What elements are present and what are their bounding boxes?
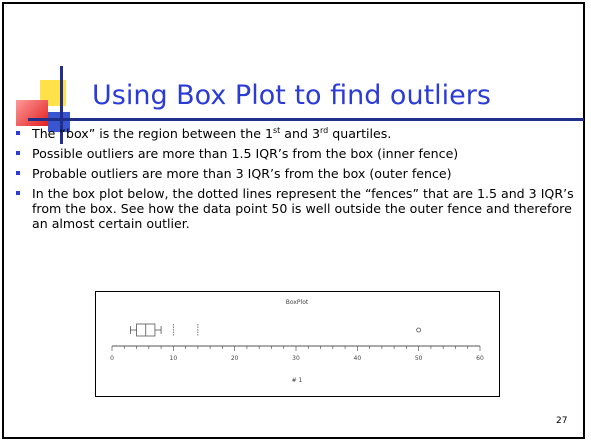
- bullet-item: Probable outliers are more than 3 IQR’s …: [14, 166, 580, 181]
- bullet-square-icon: [16, 191, 20, 195]
- bullet-text: In the box plot below, the dotted lines …: [32, 186, 574, 231]
- x-tick-label: 30: [292, 355, 300, 362]
- x-tick-label: 20: [231, 355, 239, 362]
- title-underline: [28, 118, 584, 121]
- bullet-item: In the box plot below, the dotted lines …: [14, 186, 580, 231]
- x-tick-label: 40: [354, 355, 362, 362]
- slide-title: Using Box Plot to find outliers: [92, 80, 491, 111]
- bullet-square-icon: [16, 151, 20, 155]
- title-decoration-red-square: [16, 100, 48, 126]
- x-tick-label: 50: [415, 355, 423, 362]
- bullet-text: Probable outliers are more than 3 IQR’s …: [32, 166, 452, 181]
- boxplot-svg: BoxPlot # 1 0 10 20 30 40 50 60: [110, 299, 484, 384]
- x-tick-label: 0: [110, 355, 114, 362]
- bullet-list: The “box” is the region between the 1st …: [14, 126, 580, 236]
- outlier-point: [416, 327, 422, 333]
- slide: Using Box Plot to find outliers The “box…: [2, 2, 585, 439]
- bullet-text: Possible outliers are more than 1.5 IQR’…: [32, 146, 459, 161]
- bullet-square-icon: [16, 171, 20, 175]
- title-decoration-vertical-line: [60, 66, 63, 144]
- x-axis-label: # 1: [292, 377, 303, 384]
- superscript-st: st: [272, 125, 281, 135]
- bullet-text-post: quartiles.: [328, 126, 392, 141]
- page-number: 27: [556, 416, 568, 426]
- bullet-square-icon: [16, 131, 20, 135]
- bullet-text-pre: The “box” is the region between the 1: [32, 126, 273, 141]
- boxplot-chart: BoxPlot # 1 0 10 20 30 40 50 60: [95, 291, 500, 397]
- chart-title: BoxPlot: [286, 299, 309, 306]
- bullet-text-mid: and 3: [280, 126, 320, 141]
- x-tick-label: 60: [476, 355, 484, 362]
- title-decoration-blue-square: [48, 112, 70, 132]
- bullet-item: Possible outliers are more than 1.5 IQR’…: [14, 146, 580, 161]
- x-tick-label: 10: [170, 355, 178, 362]
- superscript-rd: rd: [320, 125, 329, 135]
- bullet-item: The “box” is the region between the 1st …: [14, 126, 580, 141]
